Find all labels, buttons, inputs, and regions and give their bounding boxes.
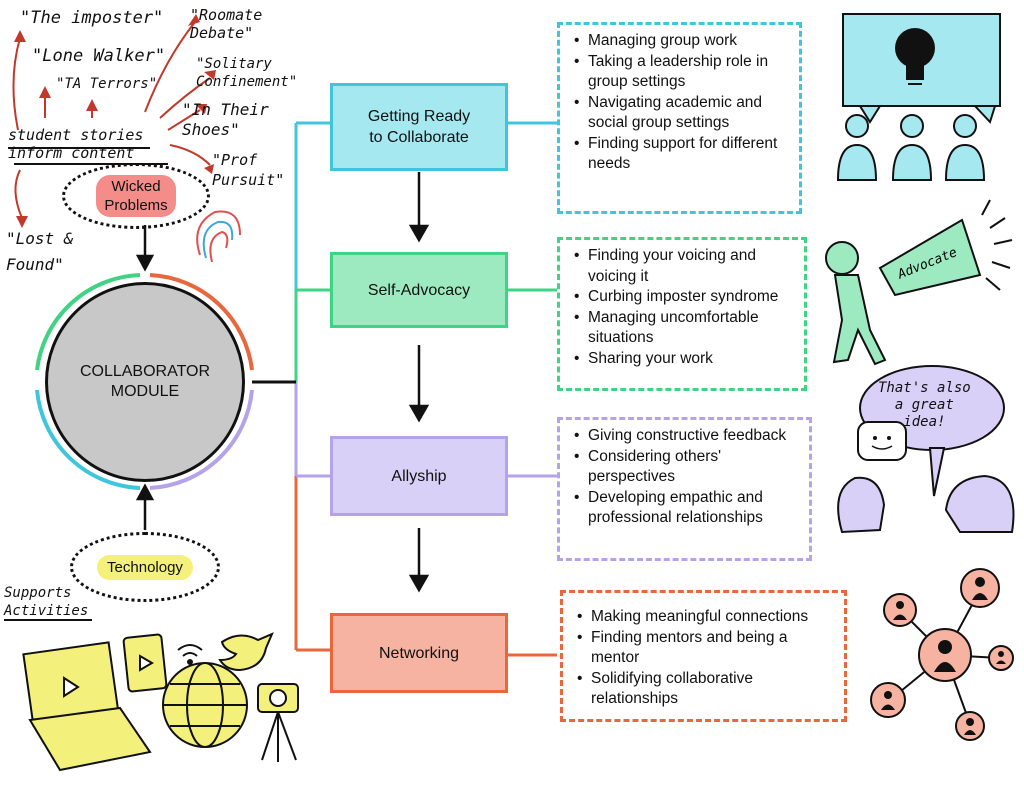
camera-icon	[257, 683, 299, 762]
wicked-problems-oval: Wicked Problems	[62, 163, 210, 229]
list-item: Finding your voicing and voicing it	[574, 246, 794, 287]
twitter-icon	[218, 632, 274, 672]
list-item: Making meaningful connections	[577, 607, 834, 628]
allyship-list: Giving constructive feedback Considering…	[557, 417, 812, 561]
story-imposter: "The imposter"	[20, 8, 164, 28]
list-item: Navigating academic and social group set…	[574, 93, 789, 134]
collaborator-module[interactable]: COLLABORATOR MODULE	[45, 282, 245, 482]
ring-orange	[149, 273, 254, 371]
speech-bubble-text: That's also a great idea!	[878, 380, 971, 430]
module-label: COLLABORATOR MODULE	[79, 363, 211, 400]
story-lost-found: "Lost & Found"	[6, 229, 74, 274]
stage-networking[interactable]: Networking	[330, 613, 508, 693]
list-item: Finding mentors and being a mentor	[577, 628, 834, 669]
list-item: Curbing imposter syndrome	[574, 287, 794, 308]
list-item: Sharing your work	[574, 349, 794, 370]
stage-networking-label: Networking	[378, 644, 460, 662]
technology-oval: Technology	[70, 532, 220, 602]
play-icon	[63, 676, 80, 698]
globe-icon	[162, 662, 248, 748]
story-lone-walker: "Lone Walker"	[32, 46, 166, 66]
story-in-their-shoes: "In Their Shoes"	[182, 100, 269, 139]
student-stories-label: student stories inform content	[8, 126, 144, 162]
tablet-icon	[122, 633, 168, 693]
list-item: Managing group work	[574, 31, 789, 52]
list-item: Considering others' perspectives	[574, 447, 799, 488]
technology-label: Technology	[97, 554, 193, 580]
ring-cyan	[35, 389, 141, 490]
list-item: Taking a leadership role in group settin…	[574, 52, 789, 93]
list-item: Finding support for different needs	[574, 134, 789, 175]
list-item: Managing uncomfortable situations	[574, 308, 794, 349]
stage-allyship[interactable]: Allyship	[330, 436, 508, 516]
ring-green	[35, 273, 141, 371]
stage-self-advocacy[interactable]: Self-Advocacy	[330, 252, 508, 328]
wifi-icon	[177, 644, 203, 665]
networking-list: Making meaningful connections Finding me…	[560, 590, 847, 722]
list-item: Solidifying collaborative relationships	[577, 669, 834, 710]
network-center-node	[918, 628, 972, 682]
list-item: Giving constructive feedback	[574, 426, 799, 447]
stage-allyship-label: Allyship	[391, 467, 447, 485]
story-prof-pursuit: "Prof Pursuit"	[212, 151, 285, 189]
stage-getting-ready[interactable]: Getting Ready to Collaborate	[330, 83, 508, 171]
list-item: Developing empathic and professional rel…	[574, 488, 799, 529]
story-ta-terrors: "TA Terrors"	[56, 76, 158, 92]
supports-activities-label: Supports Activities	[4, 585, 89, 619]
getting-ready-list: Managing group work Taking a leadership …	[557, 22, 802, 214]
stage-getting-ready-label: Getting Ready to Collaborate	[367, 108, 471, 146]
wicked-problems-label: Wicked Problems	[96, 175, 176, 217]
self-advocacy-list: Finding your voicing and voicing it Curb…	[557, 237, 807, 391]
ring-purple	[149, 389, 254, 490]
story-solitary-confinement: "Solitary Confinement"	[196, 56, 298, 90]
lightbulb-icon	[895, 28, 935, 85]
fingerprint-icon	[196, 210, 241, 263]
story-roomate-debate: "Roomate Debate"	[190, 6, 263, 42]
stage-self-advocacy-label: Self-Advocacy	[367, 281, 471, 299]
